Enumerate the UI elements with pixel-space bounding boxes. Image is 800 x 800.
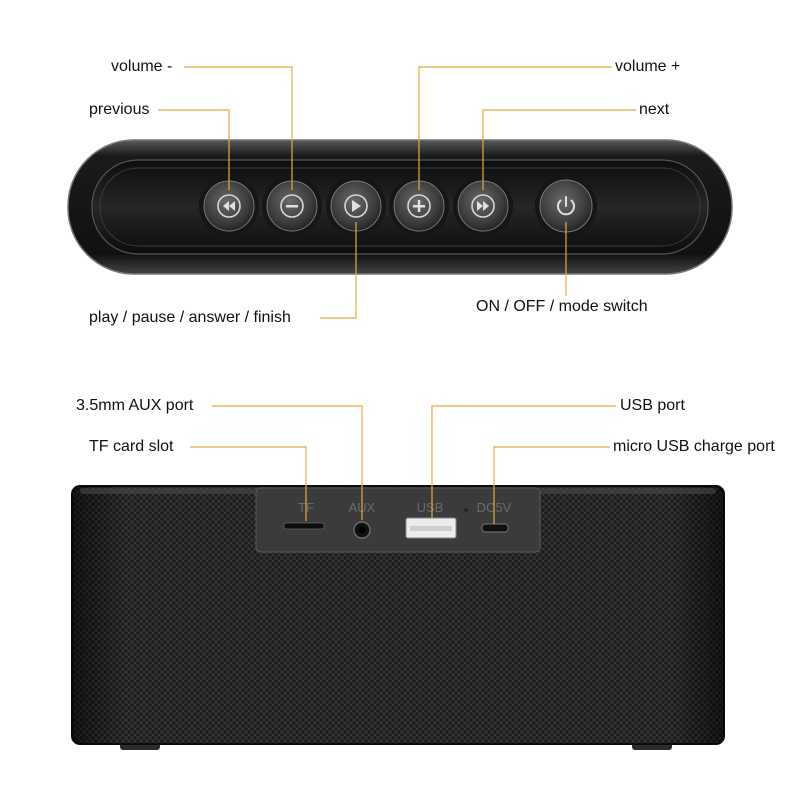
leader-next	[482, 109, 636, 190]
label-micro-usb-port: micro USB charge port	[613, 438, 775, 455]
leader-previous	[158, 109, 230, 190]
next-button[interactable]	[453, 176, 513, 236]
speaker-rear-body	[71, 485, 725, 750]
top-leader-lines	[158, 66, 636, 319]
label-play-pause: play / pause / answer / finish	[89, 309, 291, 326]
power-button[interactable]	[535, 175, 597, 237]
leader-usb	[431, 405, 616, 518]
fast-forward-icon	[477, 201, 489, 211]
label-tf-card-slot: TF card slot	[89, 438, 174, 455]
rear-leader-lines	[190, 405, 616, 524]
volume-plus-button[interactable]	[389, 176, 449, 236]
label-power: ON / OFF / mode switch	[476, 298, 648, 315]
rewind-icon	[223, 201, 235, 211]
label-usb-port: USB port	[620, 397, 685, 414]
leader-micro-usb	[493, 446, 610, 524]
label-aux-port: 3.5mm AUX port	[76, 397, 194, 414]
previous-button[interactable]	[199, 176, 259, 236]
leader-aux	[212, 405, 363, 520]
leader-play	[320, 222, 357, 319]
power-icon	[557, 196, 575, 216]
leader-volume-minus	[184, 66, 293, 190]
plus-icon	[413, 200, 425, 212]
status-led	[464, 508, 468, 512]
volume-minus-button[interactable]	[262, 176, 322, 236]
usb-port[interactable]: USB	[405, 500, 457, 539]
label-previous: previous	[89, 101, 150, 118]
leader-tf	[190, 446, 307, 521]
label-volume-plus: volume +	[615, 58, 681, 75]
usb-marking: USB	[417, 500, 444, 515]
label-volume-minus: volume -	[111, 58, 173, 75]
leader-volume-plus	[418, 66, 612, 190]
label-next: next	[639, 101, 670, 118]
port-plate	[255, 487, 541, 553]
play-icon	[352, 200, 361, 212]
minus-icon	[286, 205, 298, 208]
